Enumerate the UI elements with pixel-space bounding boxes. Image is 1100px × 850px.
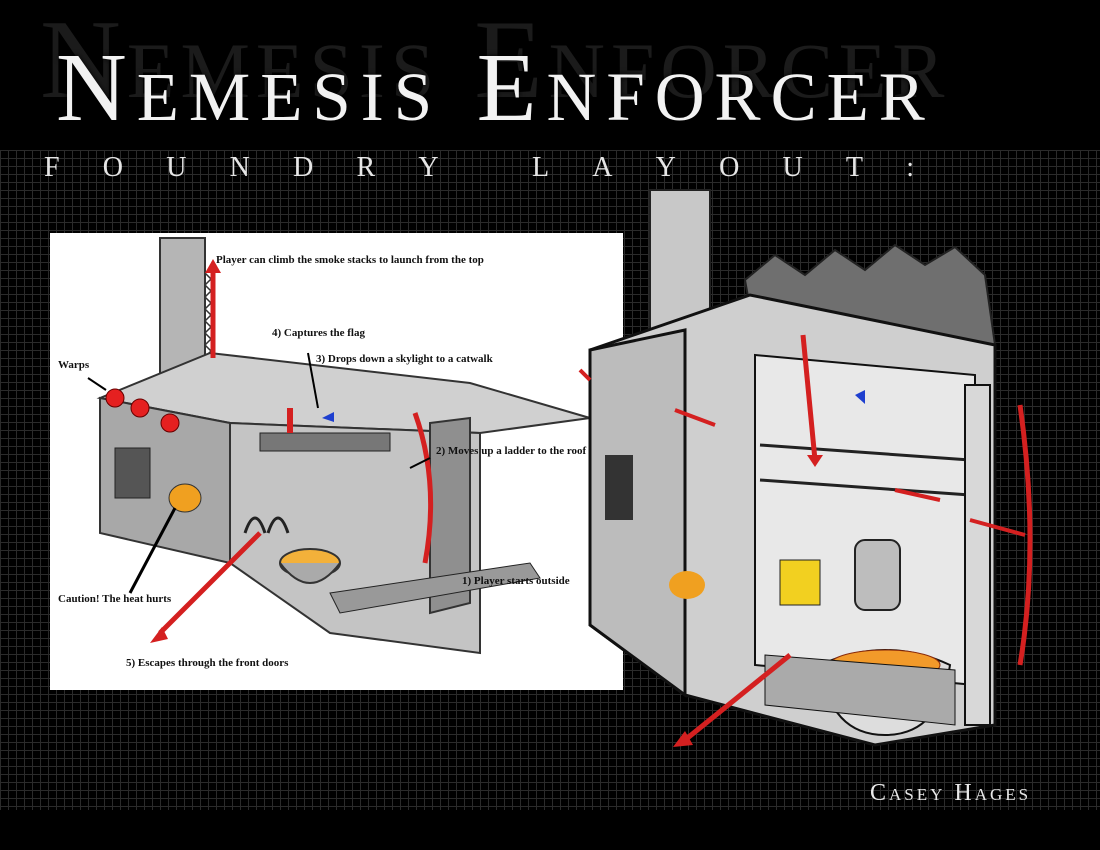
- heat-hazard: [669, 571, 705, 599]
- entry-arrow: [894, 488, 941, 502]
- interior-cutaway: [754, 353, 976, 687]
- catwalk-floor: [764, 654, 956, 726]
- left-vent: [114, 447, 151, 499]
- conveyor-belt: [329, 562, 541, 614]
- flag-icon: [322, 412, 334, 422]
- warp-pad: [130, 398, 150, 418]
- subtitle-letter: A: [592, 152, 613, 183]
- right-wall: [429, 416, 471, 615]
- catwalk: [259, 432, 391, 452]
- flag-pointer: [307, 352, 319, 409]
- heat-hazard: [168, 483, 202, 513]
- warps-pointer: [87, 377, 107, 391]
- subtitle-letter: L: [531, 152, 550, 183]
- ladder-arrow: [1017, 404, 1033, 666]
- subtitle-letter: R: [356, 152, 376, 183]
- left-vent: [605, 455, 633, 520]
- label-warps: Warps: [58, 359, 90, 371]
- furnace-window: [779, 559, 821, 606]
- foundry-illustration-panel: [575, 185, 1045, 780]
- exit-arrow: [158, 531, 262, 635]
- front-doors: [243, 516, 290, 534]
- subtitle-letter: T: [845, 152, 864, 183]
- page-title: Nemesis Enforcer: [56, 34, 935, 142]
- subtitle-letter: N: [229, 152, 250, 183]
- sketch-illustration: [87, 237, 591, 655]
- subtitle-letter: O: [719, 152, 740, 183]
- label-escapes: 5) Escapes through the front doors: [126, 657, 289, 669]
- label-captures-flag: 4) Captures the flag: [272, 327, 365, 339]
- artist-credit: Casey Hages: [870, 780, 1032, 806]
- caution-pointer: [128, 507, 177, 594]
- subtitle-letter: :: [906, 152, 914, 183]
- side-arrow: [578, 368, 592, 382]
- ladder-wall: [964, 384, 991, 726]
- label-starts-outside: 1) Player starts outside: [462, 575, 570, 587]
- subtitle-letter: F: [44, 152, 60, 183]
- warp-pad: [105, 388, 125, 408]
- title-shadow: Nemesis Enforcer: [40, 0, 951, 122]
- subtitle-letter: Y: [655, 152, 676, 183]
- label-ladder: 2) Moves up a ladder to the roof: [436, 445, 587, 457]
- subtitle-letter: U: [166, 152, 187, 183]
- subtitle-letter: U: [782, 152, 803, 183]
- subtitle-gap: [482, 152, 489, 184]
- subtitle-letter: D: [293, 152, 314, 183]
- upper-arrow: [674, 408, 716, 427]
- exit-arrow: [683, 653, 792, 742]
- subtitle-letter: Y: [418, 152, 439, 183]
- warp-pad: [160, 413, 180, 433]
- label-caution: Caution! The heat hurts: [58, 593, 172, 605]
- flag-icon: [855, 390, 865, 404]
- ladder-arrow: [412, 412, 434, 564]
- layout-sketch-panel: Player can climb the smoke stacks to lau…: [50, 233, 623, 690]
- foundry-illustration: [578, 189, 1033, 747]
- middle-floor: [759, 478, 971, 497]
- skylight-arrow: [800, 334, 818, 461]
- ladder-pointer: [409, 457, 431, 469]
- boiler-tank: [854, 539, 901, 611]
- label-skylight: 3) Drops down a skylight to a catwalk: [316, 353, 493, 365]
- label-smoke-stacks: Player can climb the smoke stacks to lau…: [216, 254, 484, 266]
- subtitle-letter: O: [102, 152, 123, 183]
- left-face: [588, 328, 687, 698]
- page-subtitle: F O U N D R Y L A Y O U T :: [44, 152, 914, 184]
- upper-floor: [759, 443, 971, 462]
- window-arrow: [969, 518, 1026, 537]
